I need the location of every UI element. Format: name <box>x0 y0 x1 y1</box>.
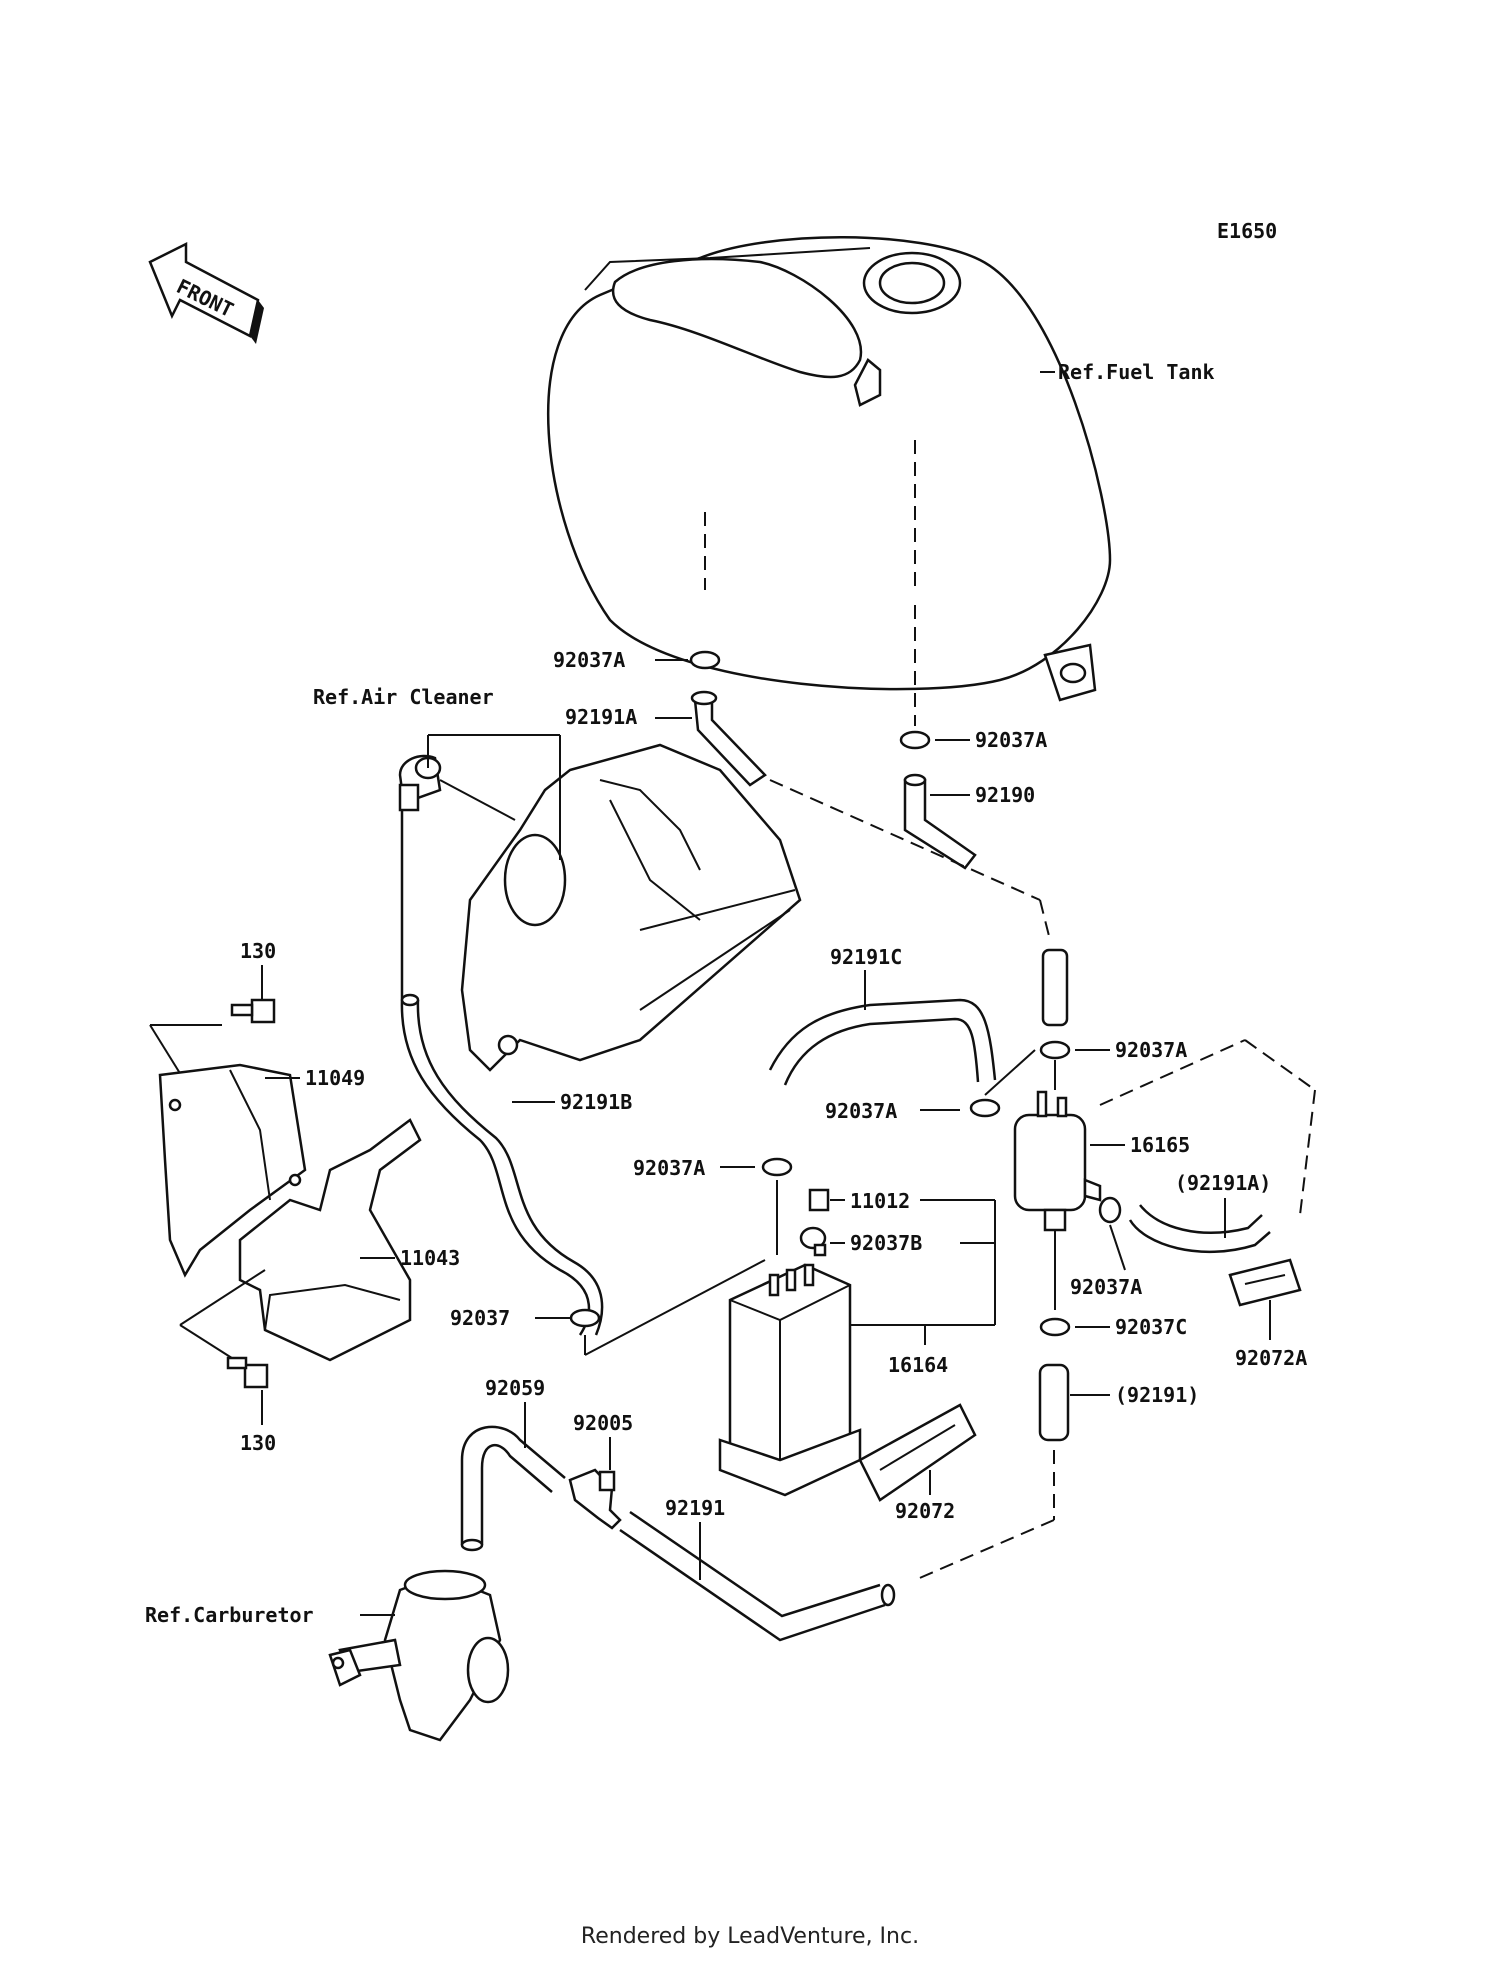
clip-92037A-3 <box>969 1098 1001 1118</box>
label-92191: 92191 <box>665 1496 725 1520</box>
ref-fuel-tank-label: Ref.Fuel Tank <box>1058 360 1215 384</box>
label-92191B: 92191B <box>560 1090 632 1114</box>
label-92037A-5: 92037A <box>1070 1275 1142 1299</box>
label-130-bottom: 130 <box>240 1431 276 1455</box>
label-130-top: 130 <box>240 939 276 963</box>
air-cleaner <box>460 743 802 1072</box>
hose-92191A-paren <box>1128 1204 1271 1254</box>
clip-92037A-4 <box>1039 1040 1071 1060</box>
air-cleaner-elbow <box>398 754 442 812</box>
band-92072 <box>858 1403 977 1502</box>
canister-16164 <box>718 1263 862 1497</box>
label-92037B: 92037B <box>850 1231 922 1255</box>
label-92037A-4: 92037A <box>1115 1038 1187 1062</box>
band-92072A <box>1228 1258 1302 1307</box>
label-11012: 11012 <box>850 1189 910 1213</box>
label-92037: 92037 <box>450 1306 510 1330</box>
clip-92037A-5 <box>1098 1196 1122 1224</box>
front-arrow-icon: FRONT <box>148 241 264 344</box>
bolt-130-bottom <box>226 1356 269 1389</box>
label-92037A-2: 92037A <box>975 728 1047 752</box>
filter-16165 <box>1013 1090 1102 1232</box>
hose-92191B <box>400 810 604 1336</box>
clip-92037A-2 <box>899 730 931 750</box>
clip-92037C <box>1039 1317 1071 1337</box>
hose-92190-vertical <box>1041 948 1069 1027</box>
label-92072A: 92072A <box>1235 1346 1307 1370</box>
label-92191C: 92191C <box>830 945 902 969</box>
label-92037A-3: 92037A <box>825 1099 897 1123</box>
hose-92190 <box>903 773 977 870</box>
label-11049: 11049 <box>305 1066 365 1090</box>
hose-92191-paren <box>1038 1363 1070 1442</box>
footer-credit: Rendered by LeadVenture, Inc. <box>580 1924 920 1949</box>
cap-11012 <box>808 1188 830 1212</box>
clip-92037A-6 <box>761 1157 793 1177</box>
label-16165: 16165 <box>1130 1133 1190 1157</box>
label-92191A-paren: (92191A) <box>1175 1171 1271 1195</box>
ref-carburetor-label: Ref.Carburetor <box>145 1603 314 1627</box>
label-92005: 92005 <box>573 1411 633 1435</box>
label-16164: 16164 <box>888 1353 948 1377</box>
fitting-92005 <box>568 1468 622 1530</box>
carburetor <box>328 1569 510 1742</box>
ref-air-cleaner-label: Ref.Air Cleaner <box>313 685 494 709</box>
fuel-tank <box>547 236 1112 702</box>
diagram-code: E1650 <box>1217 219 1277 243</box>
hose-92191A <box>690 690 767 787</box>
hose-92191C <box>768 998 997 1086</box>
label-92037A-1: 92037A <box>553 648 625 672</box>
label-92190: 92190 <box>975 783 1035 807</box>
label-92072: 92072 <box>895 1499 955 1523</box>
label-92059: 92059 <box>485 1376 545 1400</box>
label-92037C: 92037C <box>1115 1315 1187 1339</box>
clamp-92037B <box>799 1226 827 1257</box>
label-92037A-6: 92037A <box>633 1156 705 1180</box>
holder-11043 <box>238 1118 422 1362</box>
label-11043: 11043 <box>400 1246 460 1270</box>
clip-92037A-1 <box>689 650 721 670</box>
label-92191A: 92191A <box>565 705 637 729</box>
hose-92059 <box>460 1425 566 1552</box>
clip-92037 <box>569 1308 601 1328</box>
label-92191-paren: (92191) <box>1115 1383 1199 1407</box>
bracket-11049 <box>158 1063 307 1278</box>
bolt-130-top <box>230 998 276 1024</box>
hose-92191 <box>619 1510 896 1642</box>
